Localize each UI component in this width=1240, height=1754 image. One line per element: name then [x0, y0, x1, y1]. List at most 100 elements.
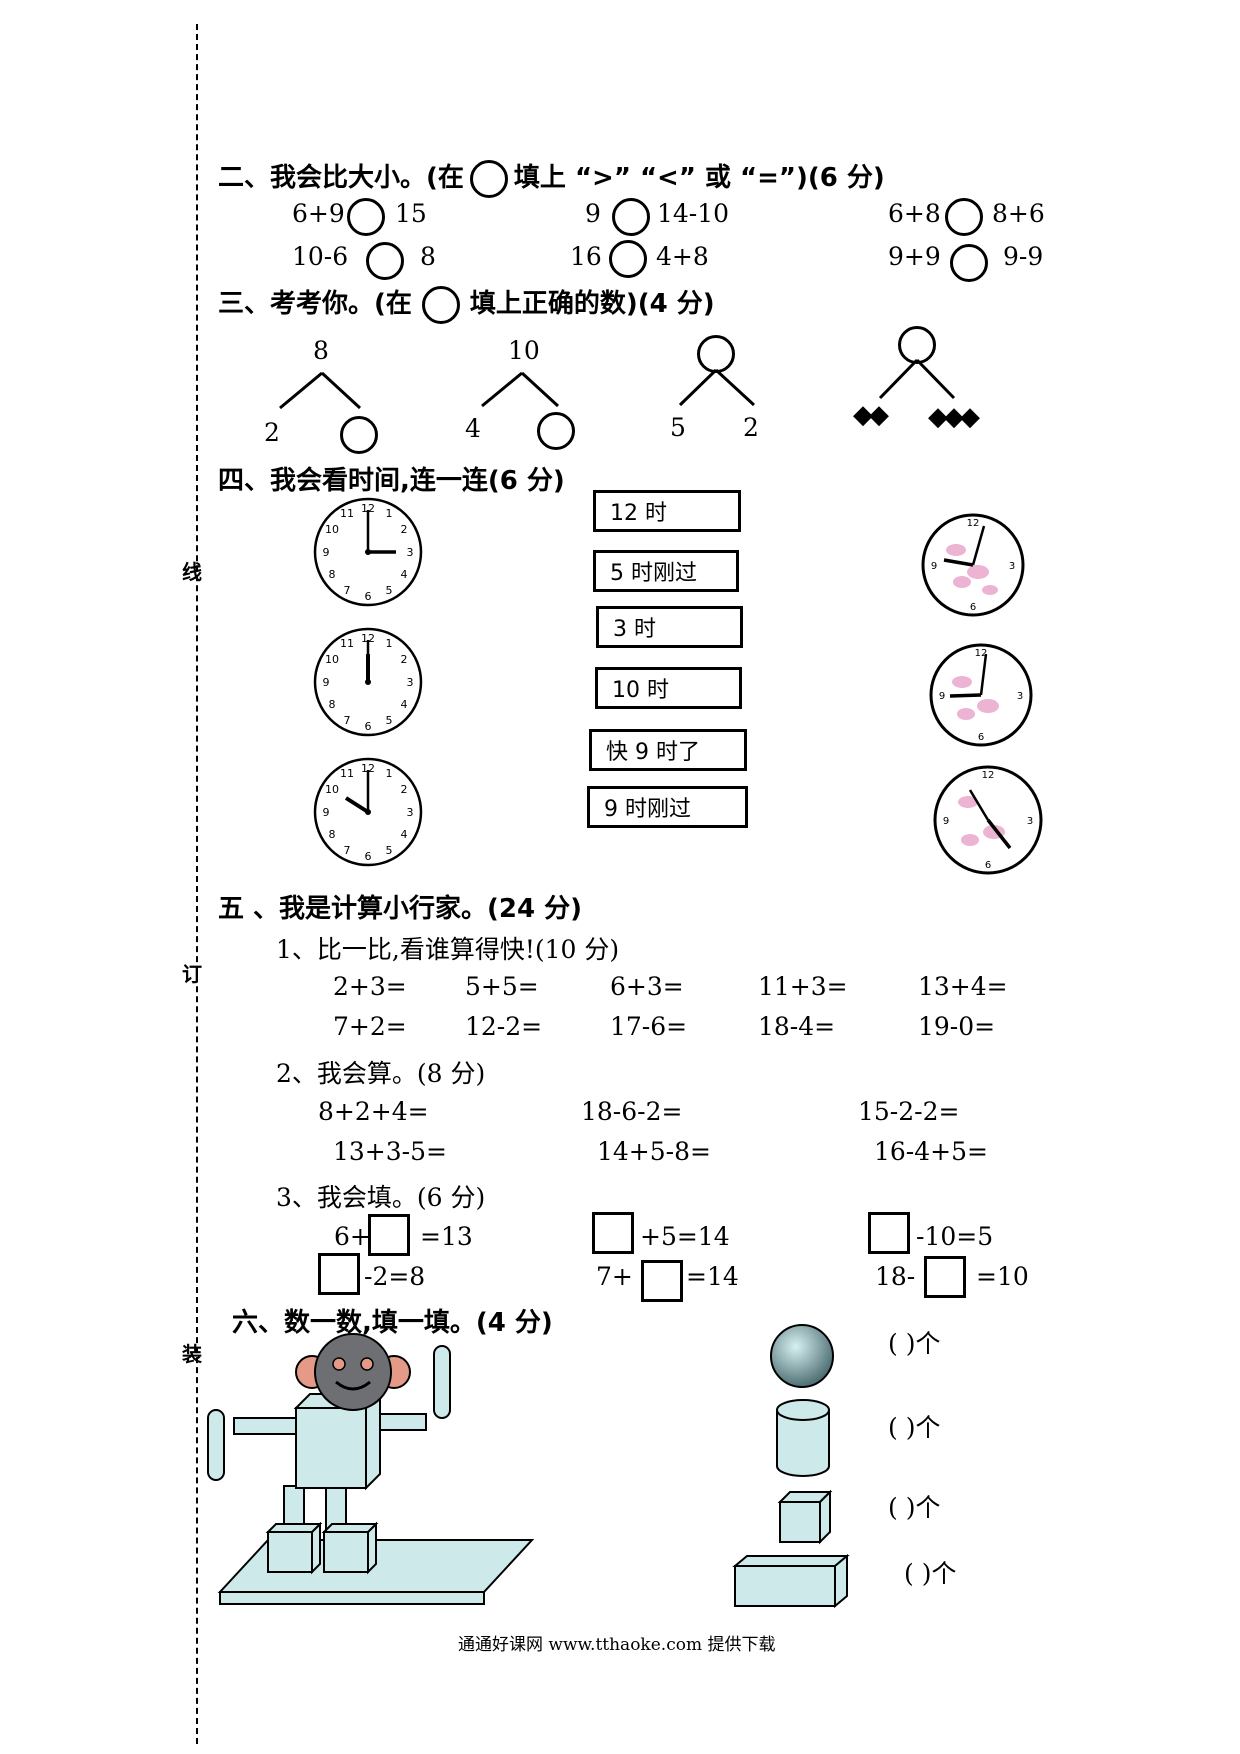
svg-text:12: 12 — [361, 502, 375, 515]
calc-item: 7+2= — [333, 1012, 407, 1041]
compare-answer-circle[interactable] — [366, 242, 404, 280]
diamond-icons-right: ◆◆◆ — [928, 402, 980, 432]
svg-text:3: 3 — [407, 546, 414, 559]
svg-text:10: 10 — [325, 783, 339, 796]
margin-char-bind: 订 — [182, 962, 202, 986]
compare-item-6-left: 9+9 — [888, 242, 941, 271]
cube-icon — [777, 1489, 833, 1545]
robot-illustration — [207, 1333, 535, 1605]
svg-text:3: 3 — [1009, 561, 1015, 572]
compare-item-4-left: 10-6 — [292, 242, 349, 271]
answer-box[interactable] — [368, 1214, 410, 1256]
count-answer-blank[interactable]: ( )个 — [904, 1559, 957, 1588]
svg-text:10: 10 — [325, 523, 339, 536]
time-label-box[interactable]: 快 9 时了 — [589, 729, 747, 771]
svg-text:11: 11 — [340, 767, 354, 780]
answer-box[interactable] — [318, 1253, 360, 1295]
svg-text:6: 6 — [365, 720, 372, 733]
tree-3-right: 2 — [743, 413, 759, 442]
svg-text:2: 2 — [401, 783, 408, 796]
svg-text:2: 2 — [401, 523, 408, 536]
svg-text:7: 7 — [344, 714, 351, 727]
calc-item: 11+3= — [758, 972, 848, 1001]
svg-text:1: 1 — [386, 637, 393, 650]
section3-title-a: 三、考考你。(在 — [218, 289, 412, 319]
svg-text:7: 7 — [344, 844, 351, 857]
section2-title-a: 二、我会比大小。(在 — [218, 163, 464, 193]
answer-box[interactable] — [868, 1212, 910, 1254]
section5-title: 五 、我是计算小行家。(24 分) — [218, 894, 583, 924]
time-label-box[interactable]: 12 时 — [593, 490, 741, 532]
calc-item: 19-0= — [918, 1012, 996, 1041]
fill-text: =10 — [976, 1262, 1029, 1291]
tree-answer-circle[interactable] — [537, 412, 575, 450]
section3-title: 三、考考你。(在填上正确的数)(4 分) — [218, 283, 715, 324]
svg-text:11: 11 — [340, 507, 354, 520]
count-answer-blank[interactable]: ( )个 — [888, 1329, 941, 1358]
compare-item-4-right: 8 — [420, 242, 436, 271]
count-answer-blank[interactable]: ( )个 — [888, 1493, 941, 1522]
time-label-box[interactable]: 5 时刚过 — [593, 550, 739, 592]
svg-text:8: 8 — [329, 828, 336, 841]
fill-text: 7+ — [596, 1262, 633, 1291]
section5-sub2: 2、我会算。(8 分) — [276, 1059, 486, 1088]
sphere-icon — [770, 1324, 834, 1388]
section2-title: 二、我会比大小。(在填上 “>” “<” 或 “=”)(6 分) — [218, 157, 885, 198]
compare-item-2-right: 14-10 — [657, 199, 730, 228]
time-label-box[interactable]: 3 时 — [596, 606, 743, 648]
compare-item-1-right: 15 — [395, 199, 427, 228]
svg-text:5: 5 — [386, 584, 393, 597]
svg-text:8: 8 — [329, 568, 336, 581]
section6-title: 六、数一数,填一填。(4 分) — [232, 1308, 553, 1338]
svg-text:3: 3 — [407, 806, 414, 819]
svg-text:8: 8 — [329, 698, 336, 711]
cylinder-icon — [776, 1399, 830, 1477]
count-answer-blank[interactable]: ( )个 — [888, 1413, 941, 1442]
fill-text: =13 — [420, 1222, 473, 1251]
svg-text:12: 12 — [967, 518, 980, 529]
svg-text:10: 10 — [325, 653, 339, 666]
tree-1-left: 2 — [264, 418, 280, 447]
svg-text:3: 3 — [407, 676, 414, 689]
tree-answer-circle[interactable] — [898, 326, 936, 364]
svg-text:6: 6 — [978, 732, 984, 743]
calc-item: 13+4= — [918, 972, 1008, 1001]
flower-clock-icon: 12 3 6 9 — [921, 513, 1025, 617]
svg-text:1: 1 — [386, 507, 393, 520]
svg-text:9: 9 — [931, 561, 937, 572]
svg-text:6: 6 — [365, 850, 372, 863]
svg-text:12: 12 — [361, 762, 375, 775]
margin-char-seal: 装 — [182, 1342, 202, 1366]
compare-answer-circle[interactable] — [612, 198, 650, 236]
tree-3-left: 5 — [670, 413, 686, 442]
tree-answer-circle[interactable] — [697, 335, 735, 373]
margin-char-line: 线 — [182, 560, 202, 584]
svg-text:6: 6 — [970, 602, 976, 613]
compare-item-3-left: 6+8 — [888, 199, 941, 228]
circle-icon — [421, 285, 460, 324]
fill-text: -2=8 — [364, 1262, 426, 1291]
binding-line — [196, 24, 198, 1744]
answer-box[interactable] — [592, 1212, 634, 1254]
answer-box[interactable] — [641, 1260, 683, 1302]
tree-answer-circle[interactable] — [340, 416, 378, 454]
svg-text:4: 4 — [401, 698, 408, 711]
circle-icon — [469, 159, 508, 198]
answer-box[interactable] — [924, 1256, 966, 1298]
svg-text:1: 1 — [386, 767, 393, 780]
svg-text:11: 11 — [340, 637, 354, 650]
calc-item: 6+3= — [610, 972, 684, 1001]
compare-answer-circle[interactable] — [945, 198, 983, 236]
svg-text:5: 5 — [386, 844, 393, 857]
compare-answer-circle[interactable] — [609, 240, 647, 278]
svg-text:12: 12 — [361, 632, 375, 645]
calc-item: 15-2-2= — [858, 1097, 960, 1126]
time-label-box[interactable]: 9 时刚过 — [587, 786, 748, 828]
compare-answer-circle[interactable] — [950, 244, 988, 282]
compare-answer-circle[interactable] — [347, 198, 385, 236]
svg-text:12: 12 — [975, 648, 988, 659]
time-label-box[interactable]: 10 时 — [595, 667, 742, 709]
